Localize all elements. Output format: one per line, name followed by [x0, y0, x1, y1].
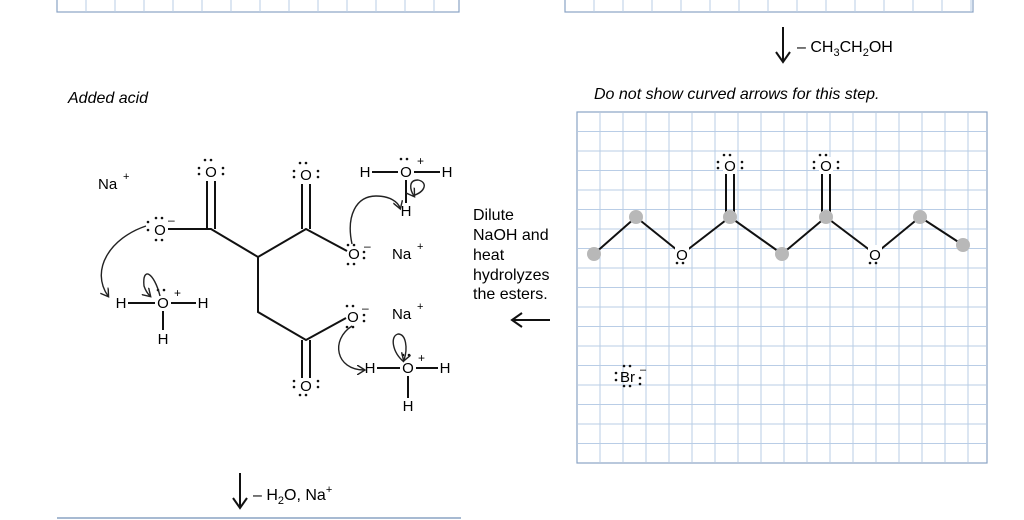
atom-dot[interactable]: [956, 238, 970, 252]
charge-minus: –: [168, 213, 175, 227]
bromide-ion: Br –: [614, 364, 647, 388]
oxygen-atom: O: [300, 378, 312, 395]
ester-oxygen-left: O: [676, 247, 688, 264]
atom-dot[interactable]: [819, 210, 833, 224]
oxygen-atom: O: [402, 360, 414, 377]
bromide-charge: –: [640, 364, 647, 376]
oxygen-atom: O: [300, 167, 312, 184]
charge-minus: –: [362, 301, 369, 315]
ester-oxygen-right: O: [869, 247, 881, 264]
hydrogen-atom: H: [158, 331, 169, 348]
oxygen-atom: O: [348, 246, 360, 263]
diester-molecule: O O O O: [587, 153, 970, 265]
hydronium-top: H O H H +: [360, 154, 453, 220]
water-sodium-label: – H2O, Na+: [253, 484, 332, 507]
hydrogen-atom: H: [440, 360, 451, 377]
top-left-grid-fragment: [56, 0, 460, 13]
sodium-ion: Na: [392, 306, 412, 323]
charge-plus: +: [123, 171, 129, 183]
sodium-ion: Na: [392, 246, 412, 263]
hydronium-bottom: H O H H +: [365, 351, 451, 415]
carbonyl-oxygen-left: O: [724, 158, 736, 175]
charge-minus: –: [364, 239, 371, 253]
bromide-symbol: Br: [620, 369, 635, 386]
charge-plus: +: [417, 241, 423, 253]
added-acid-title: Added acid: [67, 90, 149, 107]
ethanol-elimination-arrow: – CH3CH2OH: [775, 27, 893, 64]
ethanol-label: – CH3CH2OH: [797, 39, 893, 59]
curved-arrow: [144, 273, 161, 296]
atom-dot[interactable]: [913, 210, 927, 224]
hydronium-left: H O H H +: [116, 286, 209, 348]
hydrogen-atom: H: [198, 295, 209, 312]
oxygen-atom: O: [205, 164, 217, 181]
hydrogen-atom: H: [401, 203, 412, 220]
atom-dot[interactable]: [723, 210, 737, 224]
hydrogen-atom: H: [360, 164, 371, 181]
charge-plus: +: [418, 351, 425, 365]
curved-arrow: [411, 179, 425, 196]
hydrogen-atom: H: [442, 164, 453, 181]
hydrogen-atom: H: [403, 398, 414, 415]
carbonyl-oxygen-right: O: [820, 158, 832, 175]
tricarboxylate-molecule: O O O O O O – – – Na + Na + Na +: [98, 158, 423, 397]
curved-arrow: [349, 195, 400, 245]
curved-arrow: [337, 325, 364, 370]
water-elimination-arrow: – H2O, Na+: [232, 473, 332, 510]
atom-dot[interactable]: [775, 247, 789, 261]
hydrogen-atom: H: [365, 360, 376, 377]
atom-dot[interactable]: [629, 210, 643, 224]
curved-arrow: [392, 333, 406, 363]
curved-arrows: [101, 179, 425, 370]
charge-plus: +: [417, 154, 424, 168]
oxygen-atom: O: [400, 164, 412, 181]
oxygen-atom: O: [347, 309, 359, 326]
atom-dot[interactable]: [587, 247, 601, 261]
hydrolysis-condition-text: Dilute NaOH and heat hydrolyzes the este…: [473, 207, 554, 303]
charge-plus: +: [417, 301, 423, 313]
curved-arrow: [101, 225, 147, 296]
oxygen-atom: O: [157, 295, 169, 312]
oxygen-atom: O: [154, 222, 166, 239]
sodium-ion: Na: [98, 176, 118, 193]
drawing-grid[interactable]: [576, 111, 988, 464]
step-instruction: Do not show curved arrows for this step.: [594, 86, 879, 103]
left-reaction-arrow: [510, 312, 550, 328]
hydrogen-atom: H: [116, 295, 127, 312]
charge-plus: +: [174, 286, 181, 300]
top-right-grid-fragment: [564, 0, 974, 13]
